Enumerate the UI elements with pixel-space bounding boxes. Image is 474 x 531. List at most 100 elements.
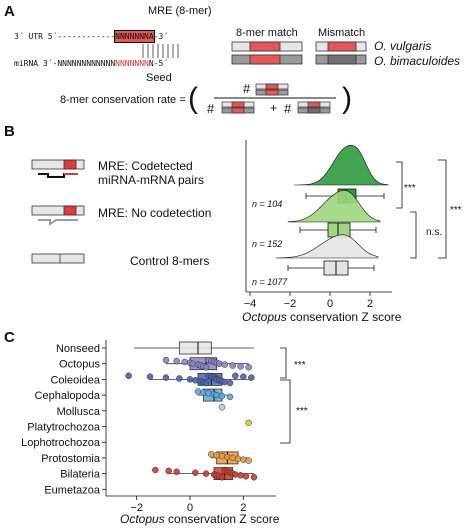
hash-denominator-2: #: [284, 101, 292, 116]
c-category-label: Platytrochozoa: [27, 422, 101, 434]
c-point: [181, 358, 188, 366]
n-codetected: n = 104: [252, 199, 283, 209]
n-control: n = 1077: [252, 277, 288, 287]
utr-sequence: 3´ UTR 5´------------NNNNNNNA-3´: [14, 30, 169, 43]
panel-c-label: C: [4, 329, 15, 346]
sig-b-outer: ***: [450, 205, 462, 216]
seed-label: Seed: [146, 72, 172, 84]
c-point: [250, 473, 258, 481]
c-point: [213, 391, 220, 399]
species-bimaculoides: O. bimaculoides: [374, 54, 461, 68]
c-point: [189, 360, 196, 367]
ridgeline-chart: −4 −2 0 2: [244, 140, 447, 310]
svg-text:(: (: [188, 82, 198, 115]
mirna-suffix: N-5´: [148, 59, 169, 68]
c-point: [192, 469, 199, 476]
legend-codetected-line2: miRNA-mRNA pairs: [98, 173, 205, 187]
c-category-label: Protostomia: [41, 453, 101, 465]
b-tick-label-1: −2: [284, 298, 297, 310]
c-point: [218, 452, 226, 460]
c-point: [229, 454, 236, 462]
c-category-label: Bilateria: [60, 469, 101, 481]
c-point: [218, 473, 226, 481]
density-1: [294, 144, 389, 186]
legend-icon-no-codetection: [31, 205, 85, 216]
sig-c-upper: ***: [294, 360, 306, 371]
mirna-seed: NNNNNNN: [115, 59, 149, 68]
c-point: [224, 453, 231, 461]
bracket-b-lower: [410, 211, 417, 259]
mismatch-schematic: [315, 41, 367, 65]
c-box: [178, 341, 212, 355]
c-point: [202, 470, 210, 477]
legend-control: Control 8-mers: [130, 254, 210, 268]
c-category-label: Mollusca: [57, 406, 101, 418]
c-tick-label-0: −2: [130, 502, 143, 514]
c-point: [192, 377, 199, 384]
legend-codetected-line1: MRE: Codetected: [98, 159, 193, 173]
c-tick-label-1: 0: [187, 502, 193, 514]
c-point: [205, 390, 212, 397]
utr-suffix: -3´: [153, 32, 169, 41]
legend-icon-control: [31, 253, 85, 264]
c-point: [240, 373, 247, 380]
mirna-sequence: miRNA 3´-NNNNNNNNNNNNNNNNNNNN-5´: [14, 60, 168, 68]
legend-icon-codetected: [31, 159, 85, 170]
plus-sign: +: [270, 101, 278, 115]
match-schematic: [231, 41, 303, 65]
c-point: [200, 389, 207, 396]
c-point: [237, 363, 244, 370]
bracket-b-upper: [396, 161, 403, 209]
c-category-label: Coleoidea: [50, 374, 100, 386]
mre-title: MRE (8-mer): [148, 5, 212, 17]
hash-numerator: #: [243, 81, 251, 96]
c-point: [240, 456, 247, 463]
c-category-label: Nonseed: [56, 343, 100, 355]
legend-no-codetection: MRE: No codetection: [98, 206, 212, 220]
c-category-label: Lophotrochozoa: [21, 437, 101, 449]
b-tick-label-0: −4: [244, 298, 257, 310]
c-point: [162, 356, 170, 364]
sig-b-lower: n.s.: [426, 227, 443, 238]
c-point: [226, 393, 234, 401]
bracket-b-outer: [438, 159, 447, 259]
c-point: [218, 403, 226, 411]
c-point: [216, 360, 223, 367]
c-point: [176, 375, 183, 382]
n-no-codetection: n = 152: [252, 239, 283, 249]
conservation-rate-formula: ( ): [188, 82, 352, 115]
density-3: [275, 234, 379, 259]
c-point: [165, 467, 172, 475]
sig-b-upper: ***: [404, 183, 416, 194]
svg-text:): ): [342, 82, 352, 115]
base-pair-lines: [142, 44, 179, 58]
c-point: [237, 472, 244, 479]
c-point: [234, 455, 242, 463]
mismatch-label: Mismatch: [318, 27, 366, 39]
panel-b-label: B: [4, 123, 15, 140]
b-tick-label-3: 2: [367, 298, 373, 310]
bracket-c-upper: [280, 347, 287, 379]
c-point: [221, 361, 228, 368]
panel-b-legend-icons: [31, 159, 85, 264]
c-point: [162, 374, 170, 381]
sig-c-lower: ***: [296, 406, 308, 417]
c-point: [218, 392, 226, 400]
c-point: [232, 372, 239, 380]
c-point: [248, 374, 255, 381]
c-point: [173, 357, 180, 365]
b-tick-label-2: 0: [327, 298, 333, 310]
alignment-schematics: [231, 41, 367, 65]
c-category-label: Octopus: [59, 359, 100, 371]
hash-denominator-1: #: [207, 101, 215, 116]
c-point: [221, 378, 228, 386]
match-label: 8-mer match: [236, 27, 298, 39]
c-point: [242, 473, 250, 480]
c-category-label: Eumetazoa: [44, 484, 101, 496]
bracket-c-lower: [280, 379, 291, 444]
c-point: [245, 419, 252, 427]
c-point: [213, 451, 220, 459]
c-point: [125, 372, 132, 380]
c-point: [202, 364, 210, 371]
